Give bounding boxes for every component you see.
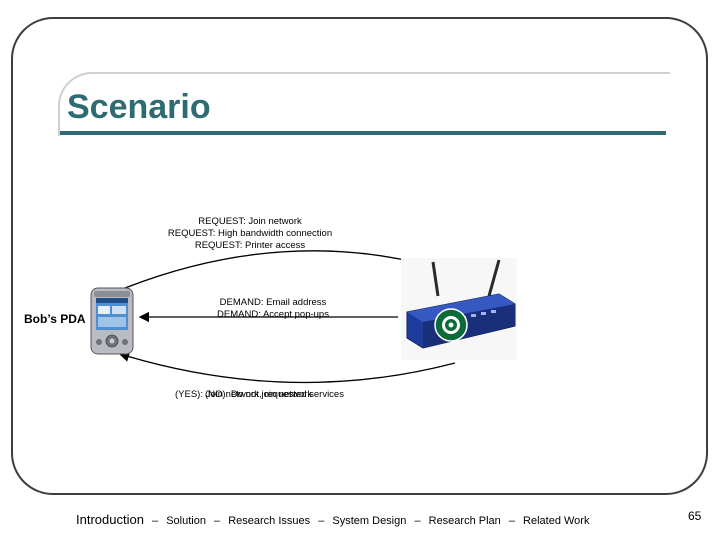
demand-popups: DEMAND: Accept pop-ups xyxy=(217,309,329,320)
demand-labels: DEMAND: Email address DEMAND: Accept pop… xyxy=(173,297,373,321)
request-labels: REQUEST: Join network REQUEST: High band… xyxy=(150,216,350,252)
starbucks-logo xyxy=(434,308,468,342)
request-bandwidth: REQUEST: High bandwidth connection xyxy=(167,228,333,239)
footer-separator: – xyxy=(508,515,515,527)
demand-email: DEMAND: Email address xyxy=(219,297,327,308)
pda-device-icon xyxy=(90,287,134,355)
request-join: REQUEST: Join network xyxy=(198,216,302,227)
footer-separator: – xyxy=(152,515,159,527)
footer-separator: – xyxy=(214,515,221,527)
title-box xyxy=(58,72,670,136)
slide-frame xyxy=(11,17,708,495)
footer-introduction[interactable]: Introduction xyxy=(76,512,144,527)
footer-solution[interactable]: Solution xyxy=(166,515,206,527)
footer-research-plan[interactable]: Research Plan xyxy=(428,515,501,527)
footer-system-design[interactable]: System Design xyxy=(332,515,407,527)
footer-separator: – xyxy=(318,515,325,527)
footer-separator: – xyxy=(414,515,421,527)
title-underline xyxy=(60,131,666,135)
pda-label: Bob’s PDA xyxy=(24,312,86,326)
response-yes: (YES): Join network, requested services xyxy=(175,389,344,400)
response-no: (NO): Do not join network xyxy=(205,389,313,400)
footer-research-issues[interactable]: Research Issues xyxy=(228,515,311,527)
wireless-router-icon xyxy=(401,258,517,360)
footer-related-work[interactable]: Related Work xyxy=(523,515,590,527)
slide-title: Scenario xyxy=(67,88,211,126)
page-number: 65 xyxy=(688,509,702,523)
request-printer: REQUEST: Printer access xyxy=(194,240,306,251)
footer-nav: Introduction – Solution – Research Issue… xyxy=(76,512,589,527)
response-arrow xyxy=(118,351,456,384)
